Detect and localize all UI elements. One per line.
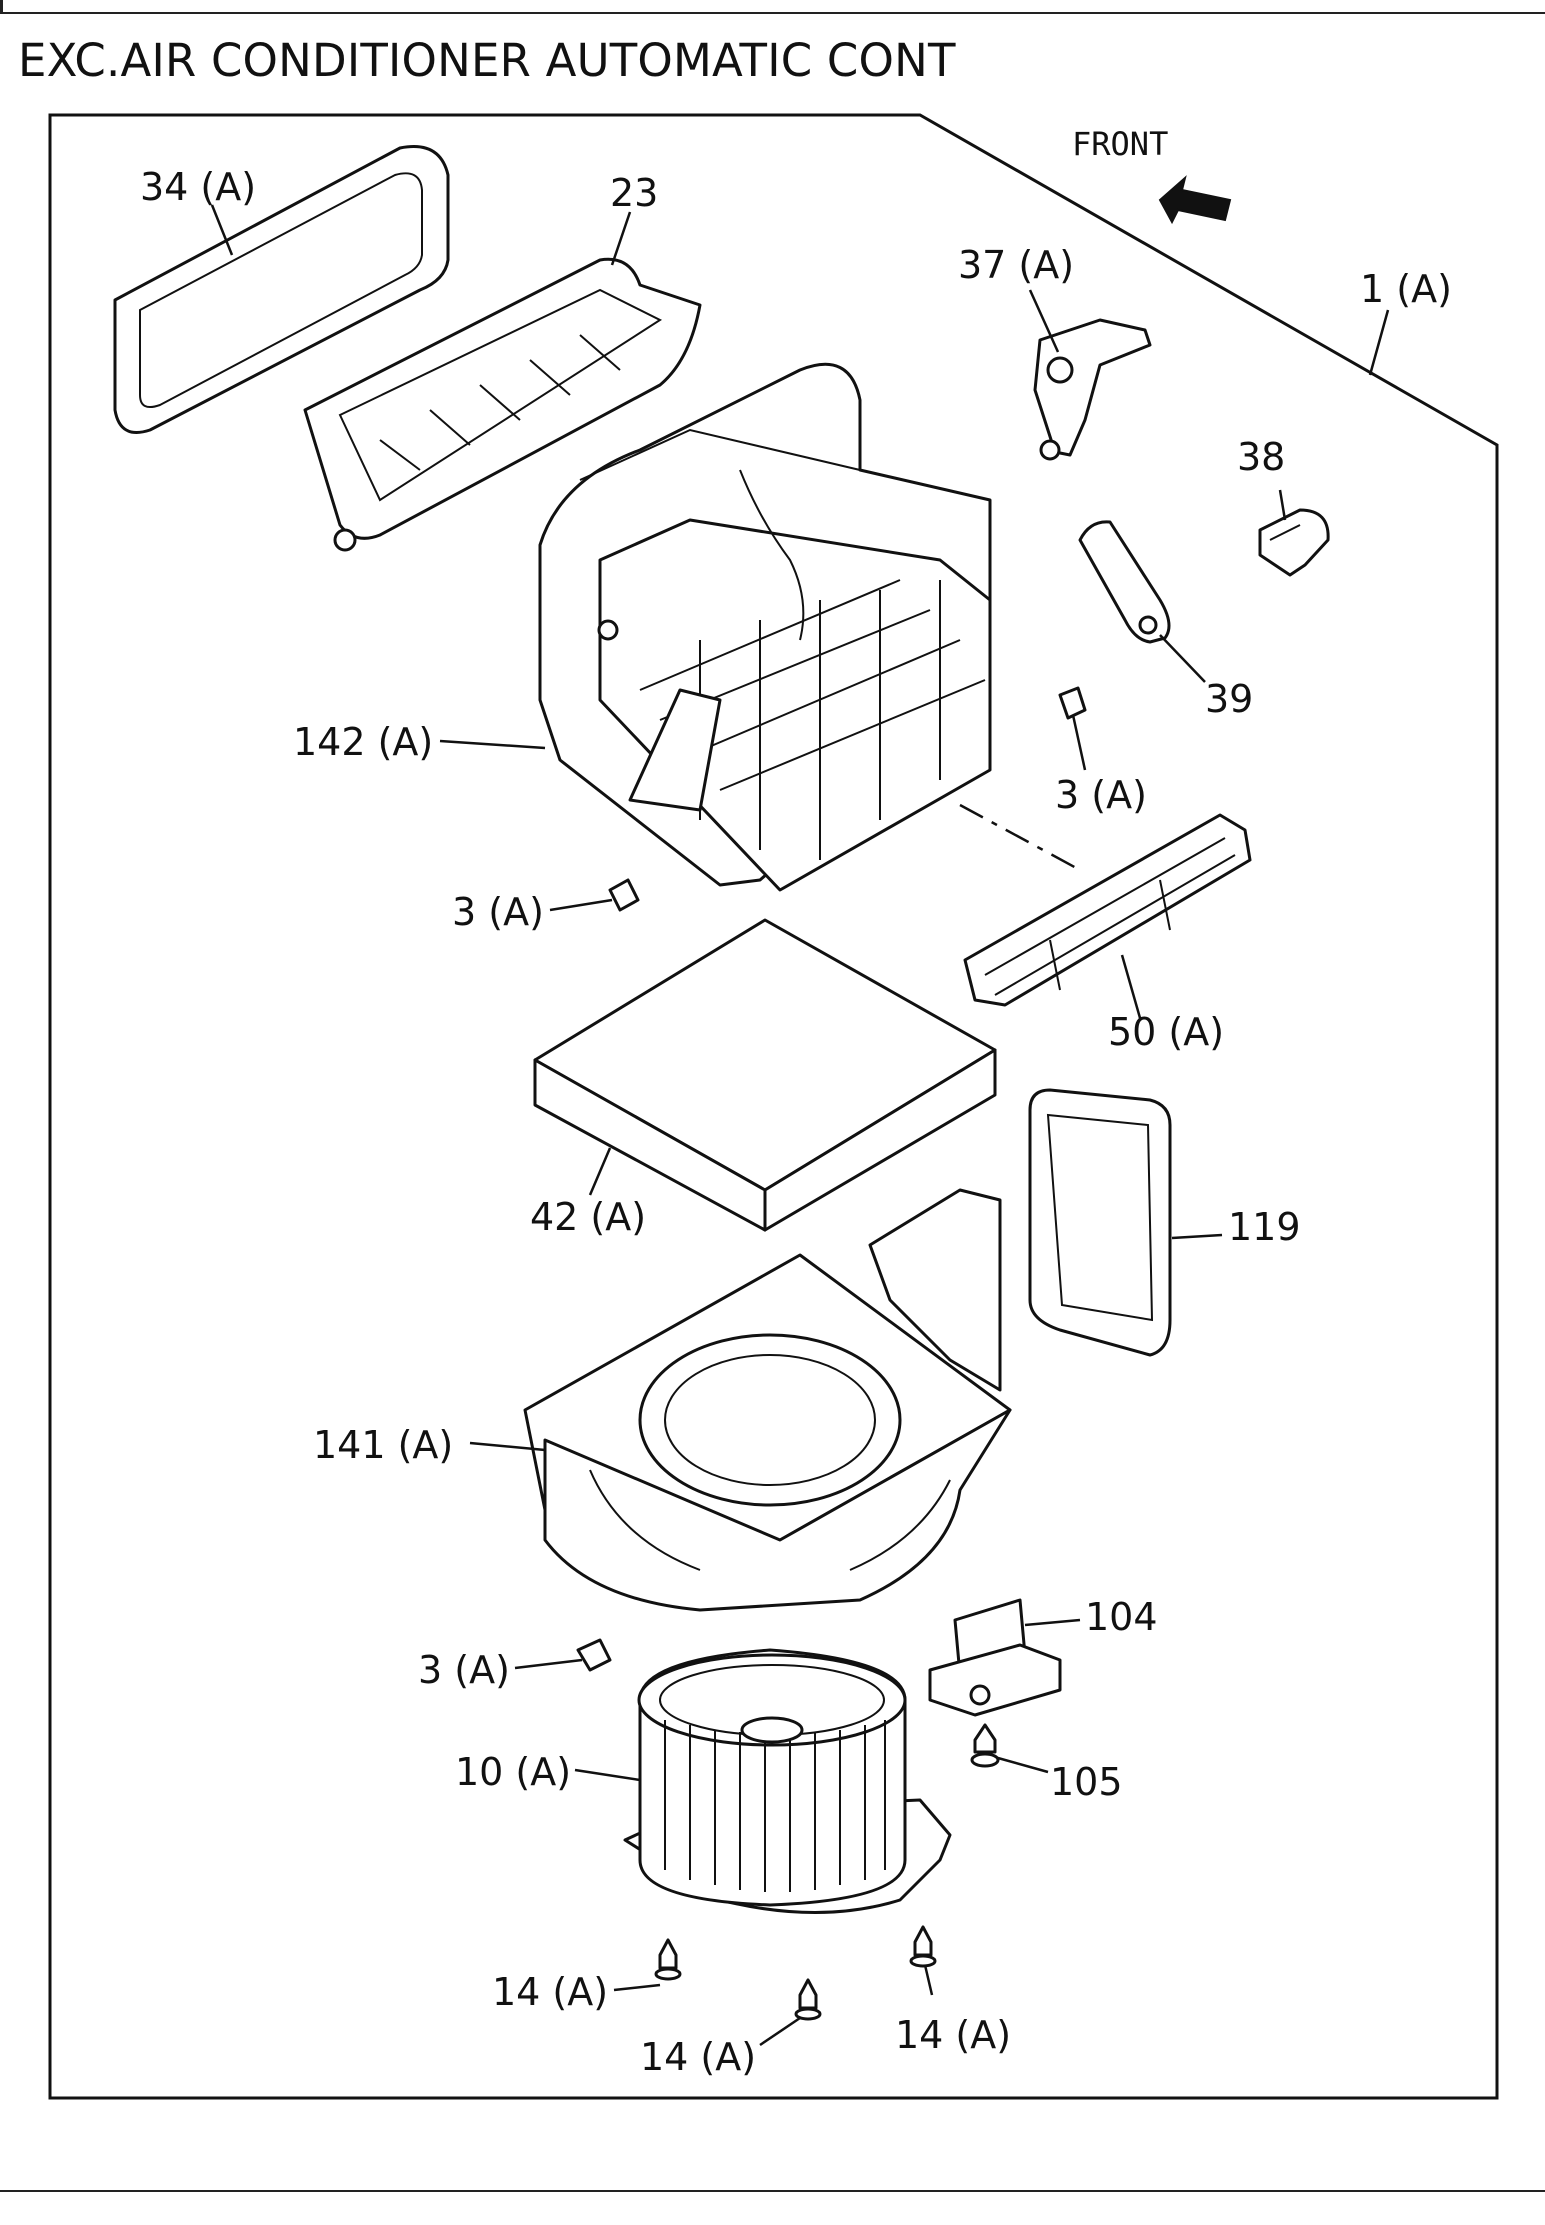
callout-14-right: 14 (A): [895, 2013, 1011, 2057]
callout-3-upper: 3 (A): [1055, 773, 1147, 817]
callout-50: 50 (A): [1108, 1010, 1224, 1054]
callout-141: 141 (A): [313, 1423, 453, 1467]
part-clip-3-lower: [576, 1638, 612, 1672]
part-screw-14-center: [794, 1978, 822, 2021]
part-clip-3-left: [608, 878, 640, 912]
part-air-filter-42: [533, 918, 997, 1232]
part-lever-39: [1078, 520, 1171, 644]
part-upper-case-142: [538, 362, 992, 892]
part-screw-14-left: [654, 1938, 682, 1981]
part-screw-105: [970, 1723, 1000, 1768]
callout-1: 1 (A): [1360, 267, 1452, 311]
callout-14-left: 14 (A): [492, 1970, 608, 2014]
callout-10: 10 (A): [455, 1750, 571, 1794]
callout-142: 142 (A): [293, 720, 433, 764]
callout-37: 37 (A): [958, 243, 1074, 287]
part-gasket-119: [1028, 1088, 1172, 1357]
callout-105: 105: [1050, 1760, 1123, 1804]
part-filter-cover-50: [963, 813, 1252, 1007]
callout-3-lower: 3 (A): [418, 1648, 510, 1692]
callout-labels: 34 (A) 23 37 (A) 1 (A) 38 39 142 (A) 3 (…: [140, 165, 1452, 2079]
part-clip-38: [1258, 508, 1330, 577]
callout-23: 23: [610, 171, 658, 215]
front-label: FRONT: [1072, 125, 1168, 163]
callout-3-left: 3 (A): [452, 890, 544, 934]
part-actuator-37: [1033, 318, 1152, 461]
assembly-axis-line: [959, 803, 1081, 872]
callout-14-center: 14 (A): [640, 2035, 756, 2079]
callout-104: 104: [1085, 1595, 1158, 1639]
part-blower-motor-10: [623, 1648, 952, 1914]
assembly-boundary: [48, 113, 1499, 2100]
callout-42: 42 (A): [530, 1195, 646, 1239]
page-top-rule: [0, 0, 1545, 14]
leader-lines: [210, 204, 1390, 2047]
part-screw-14-right: [909, 1925, 937, 1968]
page-corner-tick: [0, 0, 3, 14]
part-resistor-104: [928, 1598, 1062, 1717]
part-clip-3-upper: [1058, 686, 1087, 720]
part-seal-34: [113, 145, 450, 434]
page-bottom-rule: [0, 2190, 1545, 2192]
callout-34: 34 (A): [140, 165, 256, 209]
part-inlet-frame-23: [303, 257, 702, 552]
callout-39: 39: [1205, 677, 1253, 721]
callout-119: 119: [1228, 1205, 1301, 1249]
arrow-left-icon: [1158, 175, 1232, 225]
page-title: EXC.AIR CONDITIONER AUTOMATIC CONT: [18, 34, 956, 87]
part-lower-case-141: [523, 1188, 1012, 1612]
callout-38: 38: [1237, 435, 1285, 479]
